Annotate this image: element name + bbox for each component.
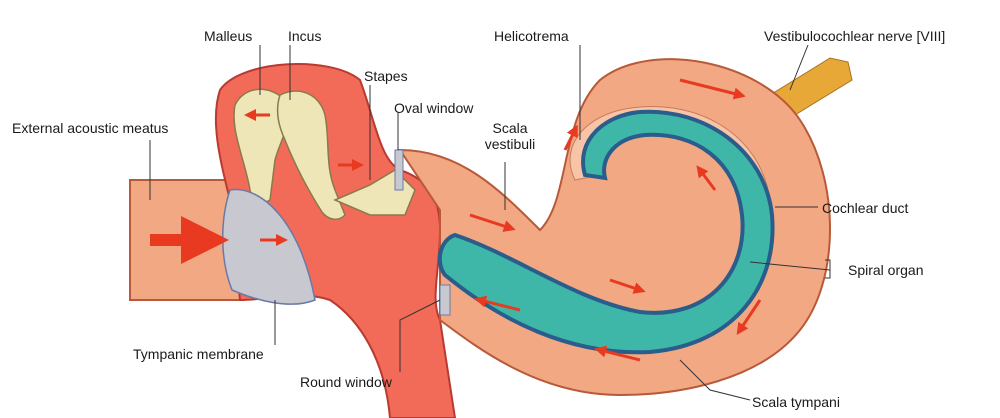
- label-scala-vestibuli: Scala vestibuli: [484, 120, 536, 152]
- label-scala-tympani: Scala tympani: [752, 394, 840, 410]
- label-malleus: Malleus: [204, 28, 253, 44]
- arrow-outer-1: [736, 299, 762, 335]
- label-helicotrema: Helicotrema: [494, 28, 569, 44]
- arrow-vestibuli-1: [469, 213, 516, 232]
- arrow-outer-2: [594, 345, 641, 362]
- round-window-shape: [439, 284, 451, 316]
- label-spiral-organ: Spiral organ: [848, 262, 924, 278]
- arrow-inner-2: [609, 278, 646, 294]
- label-tympanic-membrane: Tympanic membrane: [133, 346, 264, 362]
- label-round-window: Round window: [300, 374, 392, 390]
- oval-window-shape: [394, 149, 404, 191]
- spiral-organ-bracket: [825, 259, 831, 279]
- arrow-inner-1: [696, 165, 717, 191]
- label-oval-window: Oval window: [394, 100, 474, 116]
- label-incus: Incus: [288, 28, 322, 44]
- label-stapes: Stapes: [364, 68, 408, 84]
- flow-arrows: [150, 78, 762, 362]
- leader-lines: [149, 44, 831, 401]
- label-cochlear-duct: Cochlear duct: [822, 200, 909, 216]
- incus-shape: [276, 90, 346, 220]
- arrow-tympani-back: [474, 295, 521, 312]
- label-external-acoustic-meatus: External acoustic meatus: [12, 120, 169, 136]
- arrow-top: [679, 78, 746, 100]
- cochlear-duct-shape: [437, 109, 775, 355]
- label-vestibulocochlear-nerve: Vestibulocochlear nerve [VIII]: [764, 28, 946, 44]
- arrow-vestibuli-2: [563, 124, 578, 151]
